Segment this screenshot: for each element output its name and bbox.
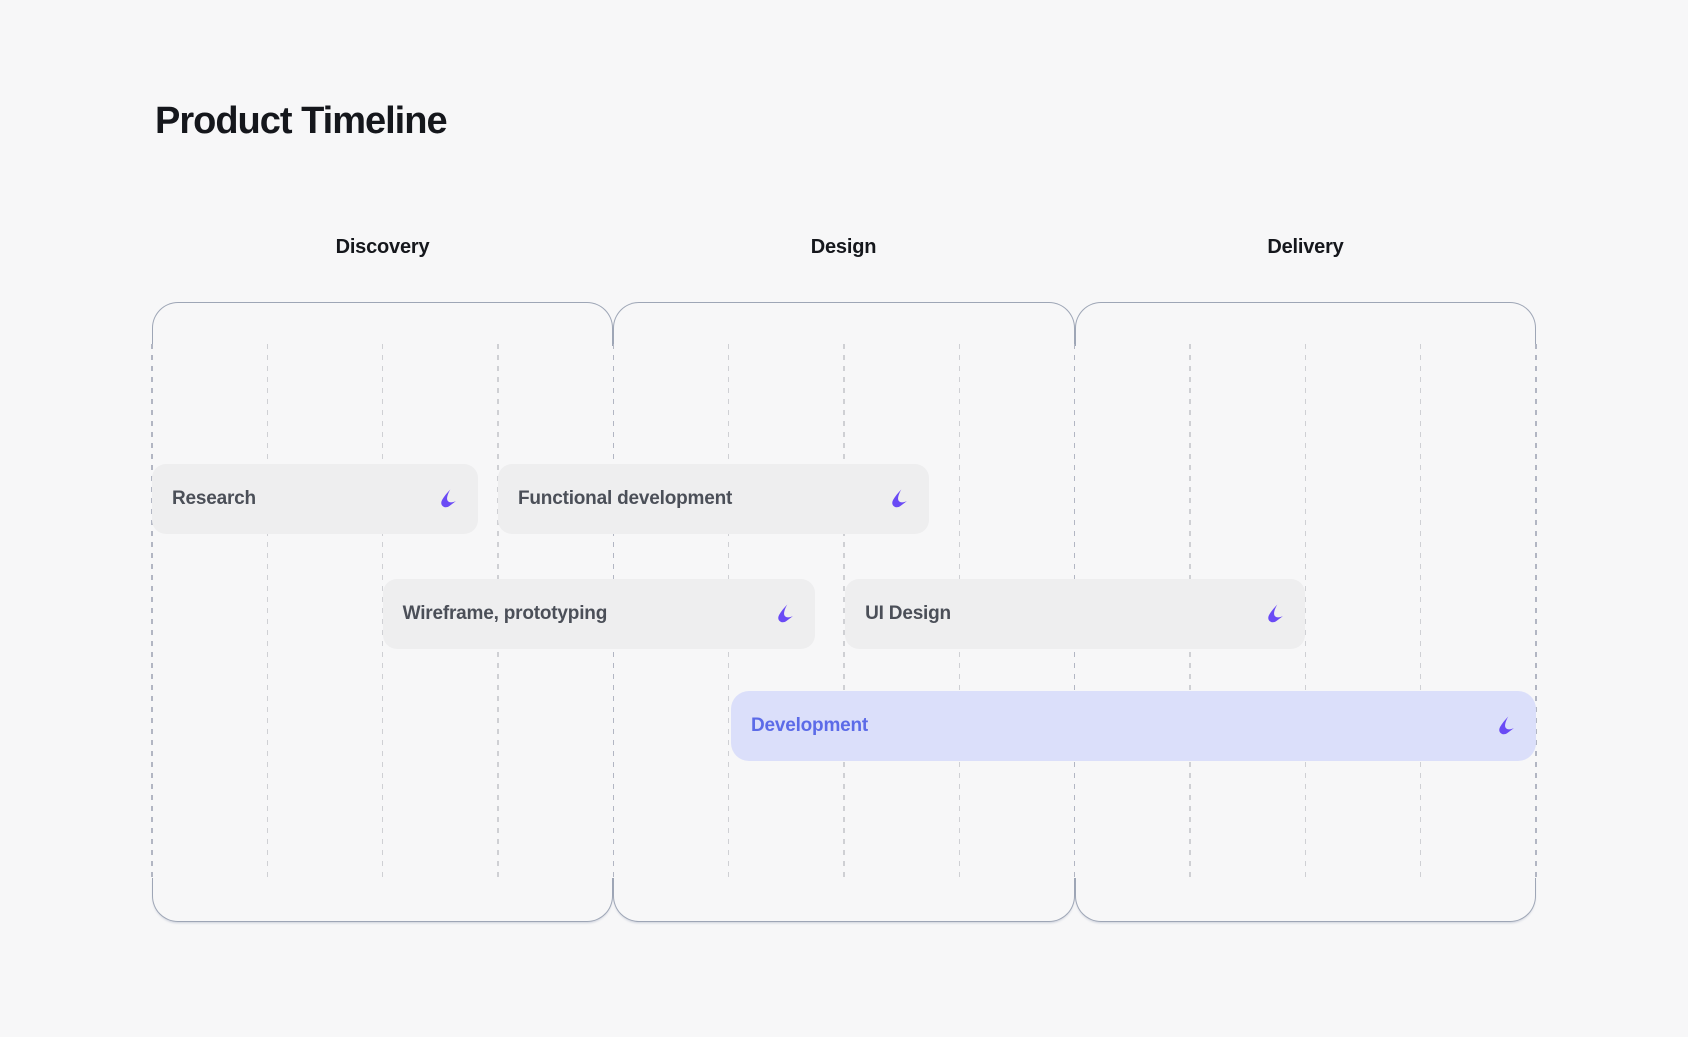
gridline bbox=[1535, 344, 1537, 880]
phase-header-design: Design bbox=[810, 236, 877, 258]
gridline bbox=[1419, 344, 1422, 880]
panel-border-top bbox=[613, 302, 1075, 346]
panel-border-top bbox=[1074, 302, 1536, 346]
swoosh-check-icon bbox=[433, 487, 458, 512]
swoosh-check-icon bbox=[770, 602, 795, 627]
task-label: Research bbox=[172, 488, 256, 509]
task-label: UI Design bbox=[865, 603, 951, 624]
task-bar-functional-development[interactable]: Functional development bbox=[497, 464, 930, 534]
phase-panel-delivery bbox=[1074, 302, 1536, 922]
panel-border-bottom bbox=[613, 878, 1075, 922]
phase-panel-design bbox=[613, 302, 1075, 922]
gridline bbox=[843, 344, 845, 880]
task-bar-ui-design[interactable]: UI Design bbox=[845, 579, 1306, 649]
task-label: Development bbox=[750, 715, 869, 736]
phase-panel-discovery bbox=[152, 302, 614, 922]
page-title: Product Timeline bbox=[155, 100, 448, 142]
task-label: Wireframe, prototyping bbox=[402, 603, 608, 624]
swoosh-check-icon bbox=[1260, 602, 1285, 627]
phase-header-discovery: Discovery bbox=[335, 236, 430, 258]
task-bar-research[interactable]: Research bbox=[152, 464, 479, 534]
phase-header-delivery: Delivery bbox=[1267, 236, 1344, 258]
task-bar-development[interactable]: Development bbox=[730, 691, 1536, 761]
gridline bbox=[266, 344, 269, 880]
panel-border-top bbox=[152, 302, 614, 346]
gridline bbox=[151, 344, 153, 880]
gridline bbox=[1304, 344, 1307, 880]
task-bar-wireframe-prototyping[interactable]: Wireframe, prototyping bbox=[382, 579, 816, 649]
task-label: Functional development bbox=[517, 488, 733, 509]
panel-border-bottom bbox=[152, 878, 614, 922]
swoosh-check-icon bbox=[1491, 714, 1516, 739]
panel-border-bottom bbox=[1074, 878, 1536, 922]
swoosh-check-icon bbox=[884, 487, 909, 512]
